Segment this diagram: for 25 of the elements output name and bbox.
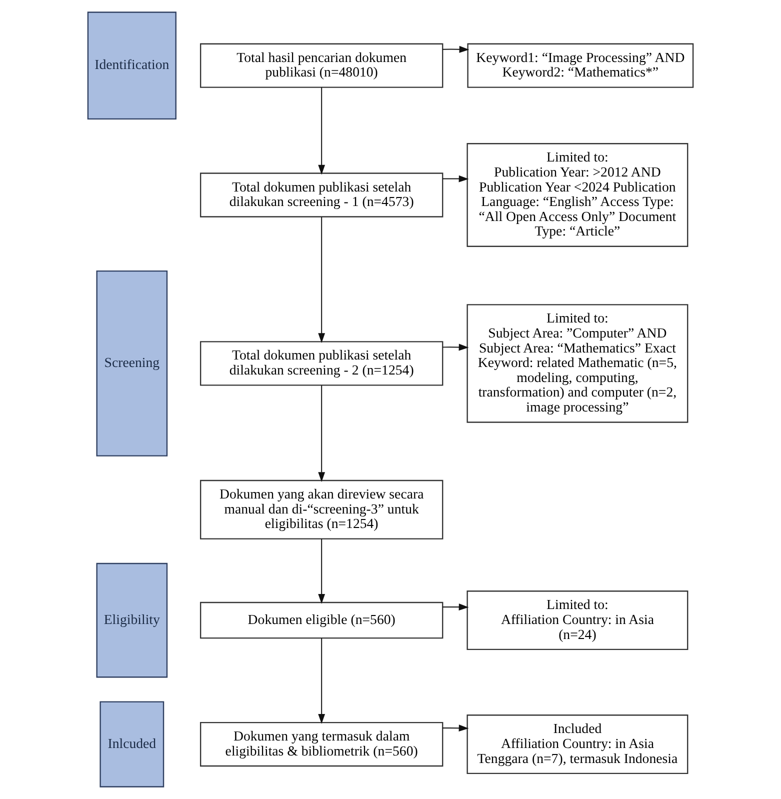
node-box: Total dokumen publikasi setelah dilakukan screening - 1 (n=4573) — [200, 172, 444, 218]
node-box: Total hasil pencarian dokumen publikasi (n=48010) — [200, 43, 444, 88]
arrow — [318, 216, 326, 344]
node-box: Dokumen eligible (n=560) — [200, 602, 444, 639]
node-box: Eligibility — [96, 562, 168, 678]
arrow — [442, 724, 469, 732]
arrow — [318, 538, 326, 604]
arrow — [318, 86, 326, 175]
node-box: Limited to: Subject Area: ”Computer” AND Subject Area: “Mathematics” Exact Keyword: related Mathematic (n=5, modeling, computing, transformation) and computer (n=2, image processing” — [466, 304, 688, 423]
arrow — [442, 604, 469, 610]
node-box: Dokumen yang termasuk dalam eligibilitas & bibliometrik (n=560) — [200, 722, 444, 767]
node-box: Dokumen yang akan direview secara manual dan di-“screening-3” untuk eligibilitas (n=1254) — [200, 480, 444, 540]
arrow — [442, 175, 469, 182]
arrow — [318, 638, 326, 724]
node-box: Identification — [87, 12, 176, 120]
node-box: Keyword1: “Image Processing” AND Keyword2: “Mathematics*” — [467, 43, 694, 88]
arrow — [442, 344, 469, 351]
node-box: Limited to: Affiliation Country: in Asia (n=24) — [466, 590, 688, 650]
node-box: Included Affiliation Country: in Asia Tenggara (n=7), termasuk Indonesia — [466, 714, 688, 774]
arrow — [318, 384, 326, 482]
node-box: Screening — [96, 270, 168, 456]
node-box: Total dokumen publikasi setelah dilakukan screening - 2 (n=1254) — [200, 341, 444, 386]
node-box: Limited to: Publication Year: >2012 AND Publication Year <2024 Publication Language: “English” Access Type: “All Open Access Only” Document Type: “Article” — [466, 143, 688, 247]
arrow — [442, 46, 470, 53]
node-box: Inlcuded — [100, 701, 164, 788]
